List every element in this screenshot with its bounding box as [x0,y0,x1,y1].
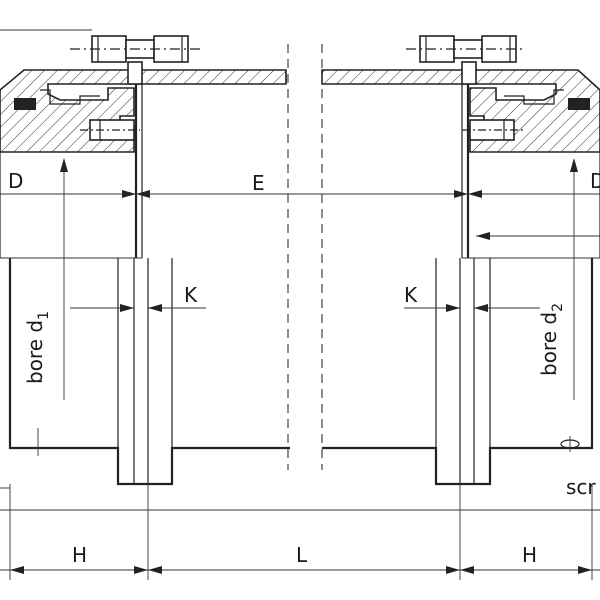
bore-left-text: bore d [23,320,47,384]
left-set-screw [80,119,140,141]
label-H-right: H [522,543,537,567]
right-sleeve-band [321,69,469,85]
bore-right-label: bore d2 [537,303,566,376]
right-set-screw [462,119,524,141]
left-sleeve-band [135,69,287,85]
bore-left-label: bore d1 [23,311,52,384]
lower-external-view [8,258,594,486]
label-D-right: D [590,169,600,193]
left-retaining-ring [40,89,100,105]
left-hub-outline [8,258,290,486]
label-K-right: K [404,283,418,307]
dimension-K-right: K [404,283,540,312]
label-H-left: H [72,543,87,567]
dimension-D-left: D [0,158,136,400]
svg-text:bore d2: bore d2 [537,303,566,376]
label-D-left: D [8,169,23,193]
left-seal-ring [14,98,36,110]
left-top-bolt [70,35,200,85]
svg-text:bore d1: bore d1 [23,311,52,384]
bore-left-sub: 1 [36,311,52,320]
label-screw-partial: scr [566,475,596,499]
right-top-bolt [406,35,526,85]
bore-right-text: bore d [537,312,561,376]
upper-section-view [0,29,600,258]
dimension-E: E [136,171,468,198]
label-E: E [252,171,265,195]
label-K-left: K [184,283,198,307]
right-retaining-ring [504,89,564,105]
label-L: L [296,543,308,567]
bottom-dimensions: H L H [0,484,600,580]
right-seal-ring [568,98,590,110]
bore-right-sub: 2 [550,303,566,312]
dimension-K-left: K [70,283,206,312]
dimension-D-right: D [468,158,600,400]
